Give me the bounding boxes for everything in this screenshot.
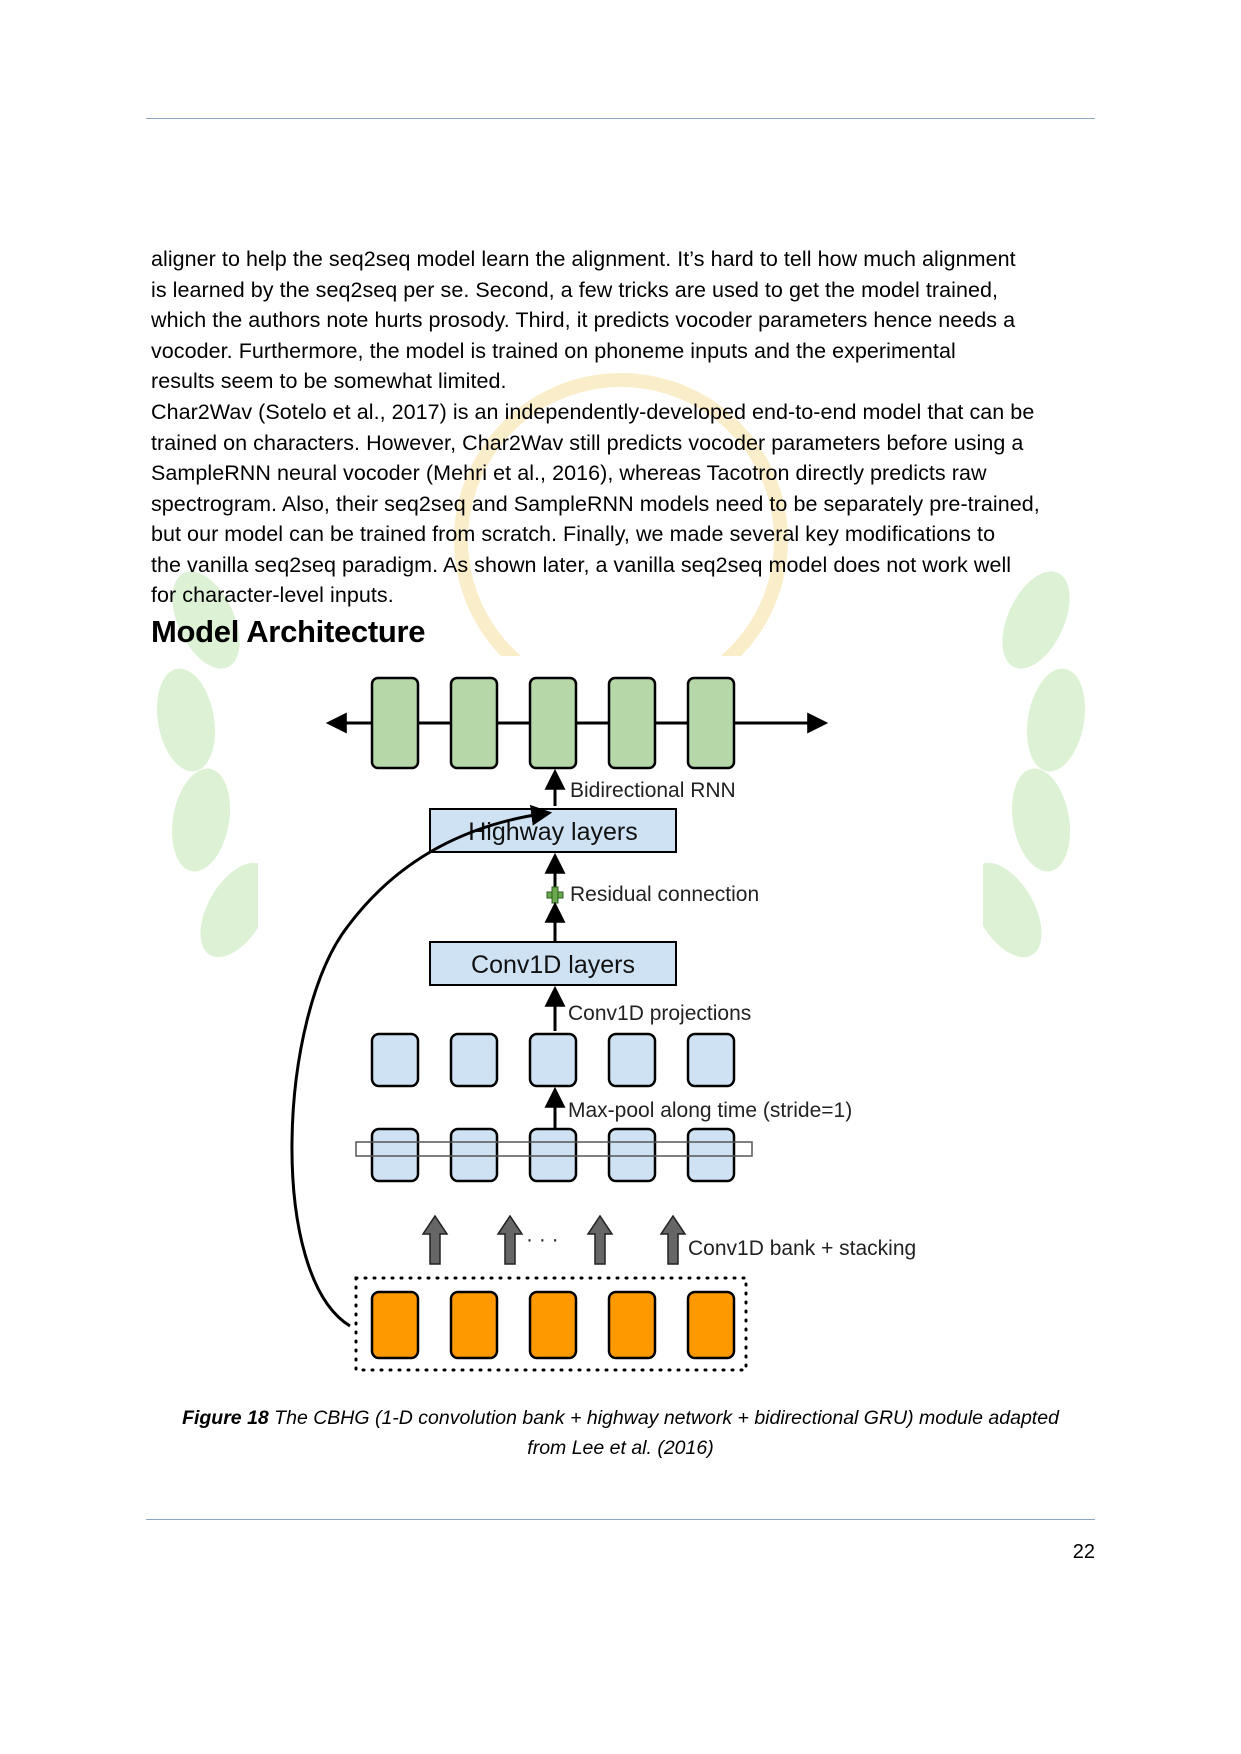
conv-bank-cell	[686, 1127, 736, 1183]
residual-connection-label: Residual connection	[570, 883, 759, 906]
text-line: SampleRNN neural vocoder (Mehri et al., …	[151, 461, 987, 485]
cbhg-diagram: Bidirectional RNN Highway layers Residua…	[258, 656, 983, 1376]
conv-bank-cell	[528, 1127, 578, 1183]
text-line: the vanilla seq2seq paradigm. As shown l…	[151, 552, 1012, 577]
rnn-cell	[449, 676, 499, 770]
caption-text: The CBHG (1-D convolution bank + highway…	[268, 1407, 1059, 1429]
conv1d-layers-label: Conv1D layers	[471, 951, 635, 979]
conv-bank-arrows	[421, 1214, 687, 1265]
text-line: Char2Wav (Sotelo et al., 2017) is an ind…	[151, 400, 1035, 424]
maxpool-window	[355, 1141, 753, 1157]
maxpool-cell	[607, 1032, 657, 1088]
highway-layers-box	[429, 808, 677, 853]
figure-label: Figure 18	[182, 1407, 269, 1429]
text-line: but our model can be trained from scratc…	[151, 522, 996, 546]
input-sequence-box	[354, 1276, 748, 1372]
rnn-cell	[607, 676, 657, 770]
institute-watermark	[156, 373, 1086, 958]
footer-rule	[146, 1519, 1095, 1520]
header-rule	[146, 118, 1095, 119]
input-cell	[370, 1290, 420, 1360]
text-line: is learned by the seq2seq per se. Second…	[151, 277, 999, 302]
text-line: trained on characters. However, Char2Wav…	[151, 430, 1024, 455]
conv1d-projections-label: Conv1D projections	[568, 1002, 751, 1025]
input-cell	[528, 1290, 578, 1360]
maxpool-cell	[686, 1032, 736, 1088]
rnn-cell	[686, 676, 736, 770]
rnn-cell	[370, 676, 420, 770]
highway-layers-label: Highway layers	[468, 818, 638, 846]
figure-caption: Figure 18 The CBHG (1-D convolution bank…	[146, 1403, 1095, 1463]
text-line: spectrogram. Also, their seq2seq and Sam…	[151, 491, 1040, 516]
input-cell	[449, 1290, 499, 1360]
body-paragraph: aligner to help the seq2seq model learn …	[151, 244, 1096, 397]
maxpool-cell	[370, 1032, 420, 1088]
rnn-cell	[528, 676, 578, 770]
ellipsis-label: · · ·	[526, 1228, 559, 1251]
maxpool-cell	[528, 1032, 578, 1088]
text-line: results seem to be somewhat limited.	[151, 369, 507, 393]
maxpool-cell	[449, 1032, 499, 1088]
conv-bank-label: Conv1D bank + stacking	[688, 1237, 916, 1260]
text-line: for character-level inputs.	[151, 583, 394, 607]
conv-bank-cell	[370, 1127, 420, 1183]
conv-bank-cell	[607, 1127, 657, 1183]
conv1d-layers-box	[429, 941, 677, 986]
residual-curve-arrow	[290, 804, 553, 1328]
caption-text-line2: from Lee et al. (2016)	[527, 1437, 714, 1459]
residual-plus-icon	[546, 886, 564, 904]
page-number: 22	[1072, 1541, 1095, 1563]
conv-bank-cell	[449, 1127, 499, 1183]
maxpool-label: Max-pool along time (stride=1)	[568, 1099, 852, 1122]
bidirectional-rnn-label: Bidirectional RNN	[570, 779, 736, 802]
section-heading: Model Architecture	[151, 614, 426, 649]
text-line: which the authors note hurts prosody. Th…	[151, 308, 1016, 332]
body-paragraph: Char2Wav (Sotelo et al., 2017) is an ind…	[151, 397, 1096, 611]
input-cell	[607, 1290, 657, 1360]
input-cell	[686, 1290, 736, 1360]
text-line: vocoder. Furthermore, the model is train…	[151, 338, 956, 363]
text-line: aligner to help the seq2seq model learn …	[151, 247, 1016, 271]
